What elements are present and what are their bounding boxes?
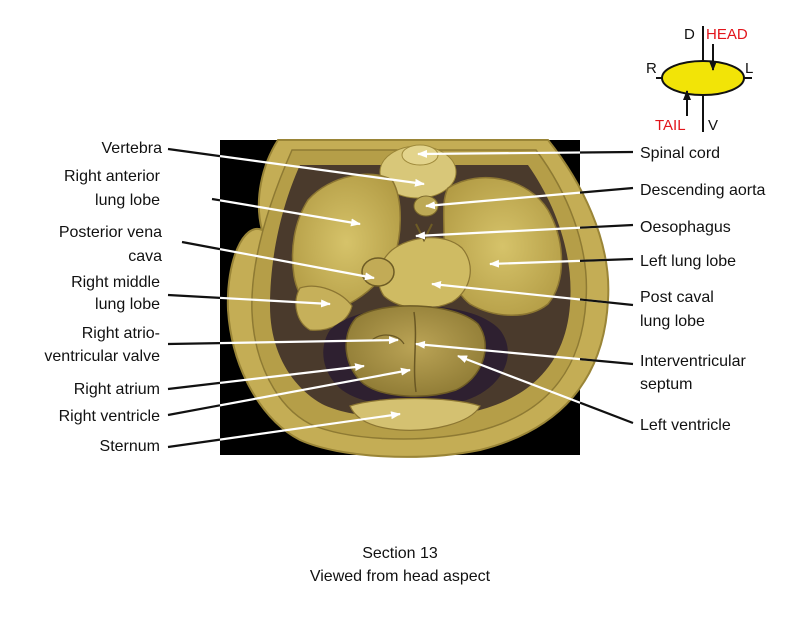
label-right-atrio-ventricular-valve-line1: Right atrio- [82, 325, 160, 342]
leader-post-caval-lung-lobe [579, 298, 634, 307]
dorsal-label: D [684, 26, 695, 43]
label-interventricular-septum-line1: Interventricular [640, 353, 746, 370]
label-interventricular-septum-line2: septum [640, 376, 692, 393]
orientation-oval [661, 60, 745, 96]
leader-vertebra [167, 147, 221, 158]
leader-sternum [167, 438, 221, 449]
label-descending-aorta: Descending aorta [640, 182, 766, 199]
label-posterior-vena-cava-line2: cava [128, 248, 162, 265]
label-left-lung-lobe: Left lung lobe [640, 253, 736, 270]
left-lung-shape [442, 176, 563, 316]
leader-arrows [167, 147, 634, 449]
label-right-ventricle: Right ventricle [59, 408, 160, 425]
leader-right-ventricle [167, 404, 221, 417]
oesophagus-shape [415, 223, 433, 243]
valve-shape [371, 334, 405, 345]
section-photo [220, 139, 610, 458]
label-post-caval-lung-lobe-line2: lung lobe [640, 313, 705, 330]
label-left-ventricle: Left ventricle [640, 417, 731, 434]
label-right-atrium: Right atrium [74, 381, 160, 398]
label-vertebra: Vertebra [102, 140, 163, 157]
label-right-middle-lung-lobe-line1: Right middle [71, 274, 160, 291]
label-right-anterior-lung-lobe-line2: lung lobe [95, 192, 160, 209]
label-sternum: Sternum [100, 438, 160, 455]
caption-subtitle: Viewed from head aspect [309, 568, 491, 585]
vena-cava-shape [361, 257, 395, 287]
label-spinal-cord: Spinal cord [640, 145, 720, 162]
leader-interventricular-septum [579, 358, 634, 366]
label-right-anterior-lung-lobe-line1: Right anterior [64, 168, 161, 185]
caption-title: Section 13 [362, 545, 438, 562]
arrow-right-anterior-lung-lobe [211, 197, 361, 227]
leader-oesophagus [579, 223, 634, 229]
ventral-label: V [708, 117, 718, 134]
septum-line [413, 311, 417, 393]
sternum-shape [349, 397, 481, 431]
label-post-caval-lung-lobe-line1: Post caval [640, 289, 714, 306]
label-right-atrio-ventricular-valve-line2: ventricular valve [44, 348, 160, 365]
leader-left-ventricle [579, 401, 634, 425]
leader-right-atrio-ventricular-valve [167, 341, 221, 346]
leader-left-lung-lobe [579, 257, 634, 262]
left-label: L [745, 60, 753, 77]
label-oesophagus: Oesophagus [640, 219, 731, 236]
leader-right-anterior-lung-lobe [211, 197, 221, 202]
orientation-diagram: D HEAD R L TAIL V [646, 26, 753, 134]
head-label: HEAD [706, 26, 748, 43]
leader-posterior-vena-cava [181, 240, 221, 251]
leader-descending-aorta [579, 186, 634, 194]
leader-right-middle-lung-lobe [167, 293, 221, 299]
label-posterior-vena-cava-line1: Posterior vena [59, 224, 162, 241]
label-right-middle-lung-lobe-line2: lung lobe [95, 296, 160, 313]
leader-right-atrium [167, 381, 221, 391]
right-label: R [646, 60, 657, 77]
tail-label: TAIL [655, 117, 686, 134]
